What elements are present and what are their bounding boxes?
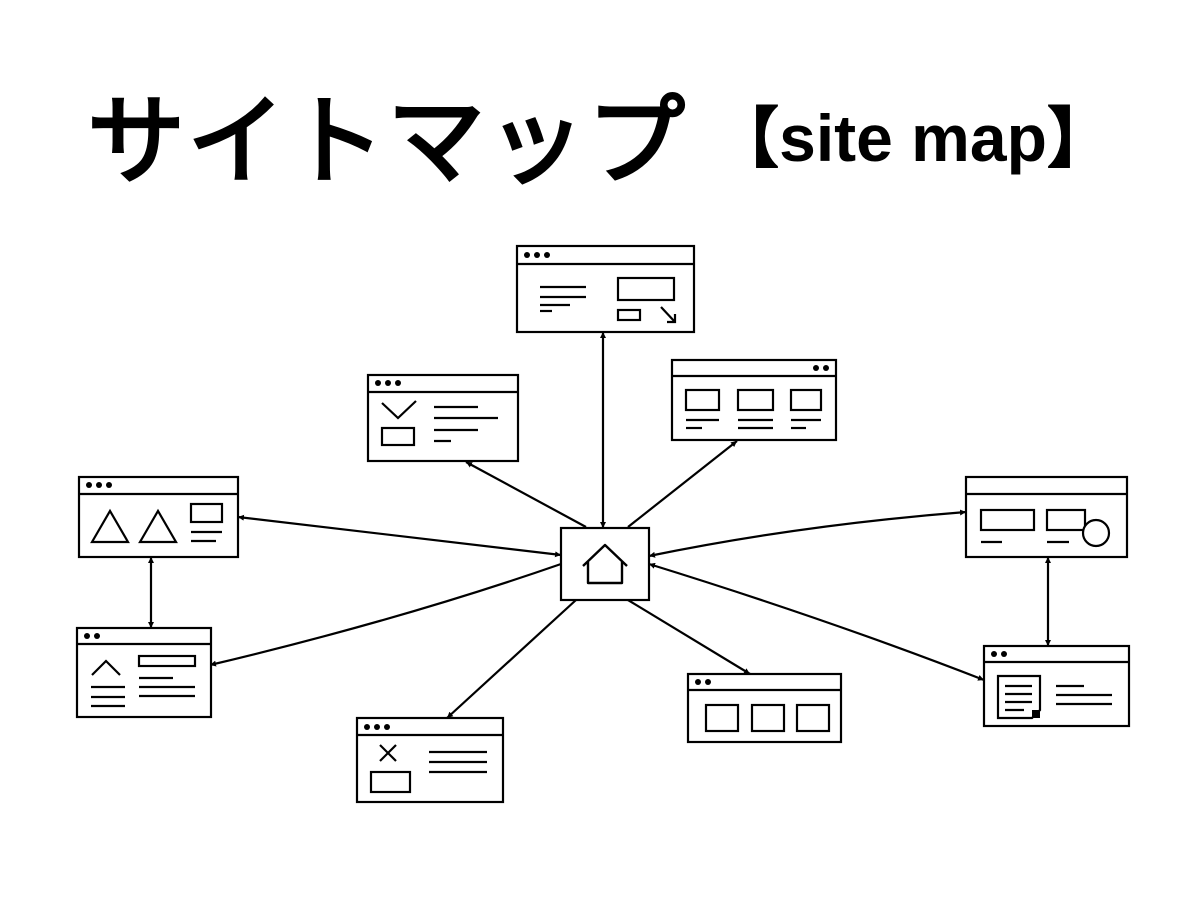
title-main: サイトマップ xyxy=(87,85,688,199)
page-top xyxy=(515,244,696,334)
home-hub xyxy=(559,526,651,602)
arrow-hub-upper-left xyxy=(465,461,587,528)
page-bottom-left xyxy=(355,716,505,804)
arrow-hub-left xyxy=(237,514,562,558)
chevron-up-icon xyxy=(91,659,121,676)
page-title: サイトマップ【site map】 xyxy=(0,62,1200,204)
window-dots xyxy=(375,380,401,386)
window-dots xyxy=(86,482,112,488)
page-upper-left xyxy=(366,373,520,463)
arrow-hub-upper-right xyxy=(627,440,738,528)
home-icon xyxy=(582,543,628,585)
window-dots xyxy=(364,724,390,730)
triangle-icon xyxy=(90,508,130,544)
window-dots xyxy=(524,252,550,258)
title-sub: 【site map】 xyxy=(713,101,1113,175)
document-icon xyxy=(996,674,1042,720)
page-left xyxy=(77,475,240,559)
page-upper-right xyxy=(670,358,838,442)
page-right xyxy=(964,475,1129,559)
arrow-hub-lower-left xyxy=(209,562,562,667)
page-lower-right xyxy=(982,644,1131,728)
triangle-icon xyxy=(138,508,178,544)
arrow-hub-bottom-right xyxy=(627,599,751,675)
window-dots xyxy=(84,633,100,639)
arrow-hub-bottom-left xyxy=(446,599,577,719)
arrow-hub-right xyxy=(648,509,967,558)
window-dots xyxy=(813,365,829,371)
window-dots xyxy=(695,679,711,685)
window-dots xyxy=(991,651,1007,657)
connectors xyxy=(148,332,1051,719)
page-bottom-right xyxy=(686,672,843,744)
page-lower-left xyxy=(75,626,213,719)
arrow-hub-lower-right xyxy=(648,562,985,682)
download-arrow-icon xyxy=(660,306,677,324)
cross-icon xyxy=(379,744,397,762)
circle-icon xyxy=(1081,518,1111,548)
checkmark-icon xyxy=(381,400,417,420)
